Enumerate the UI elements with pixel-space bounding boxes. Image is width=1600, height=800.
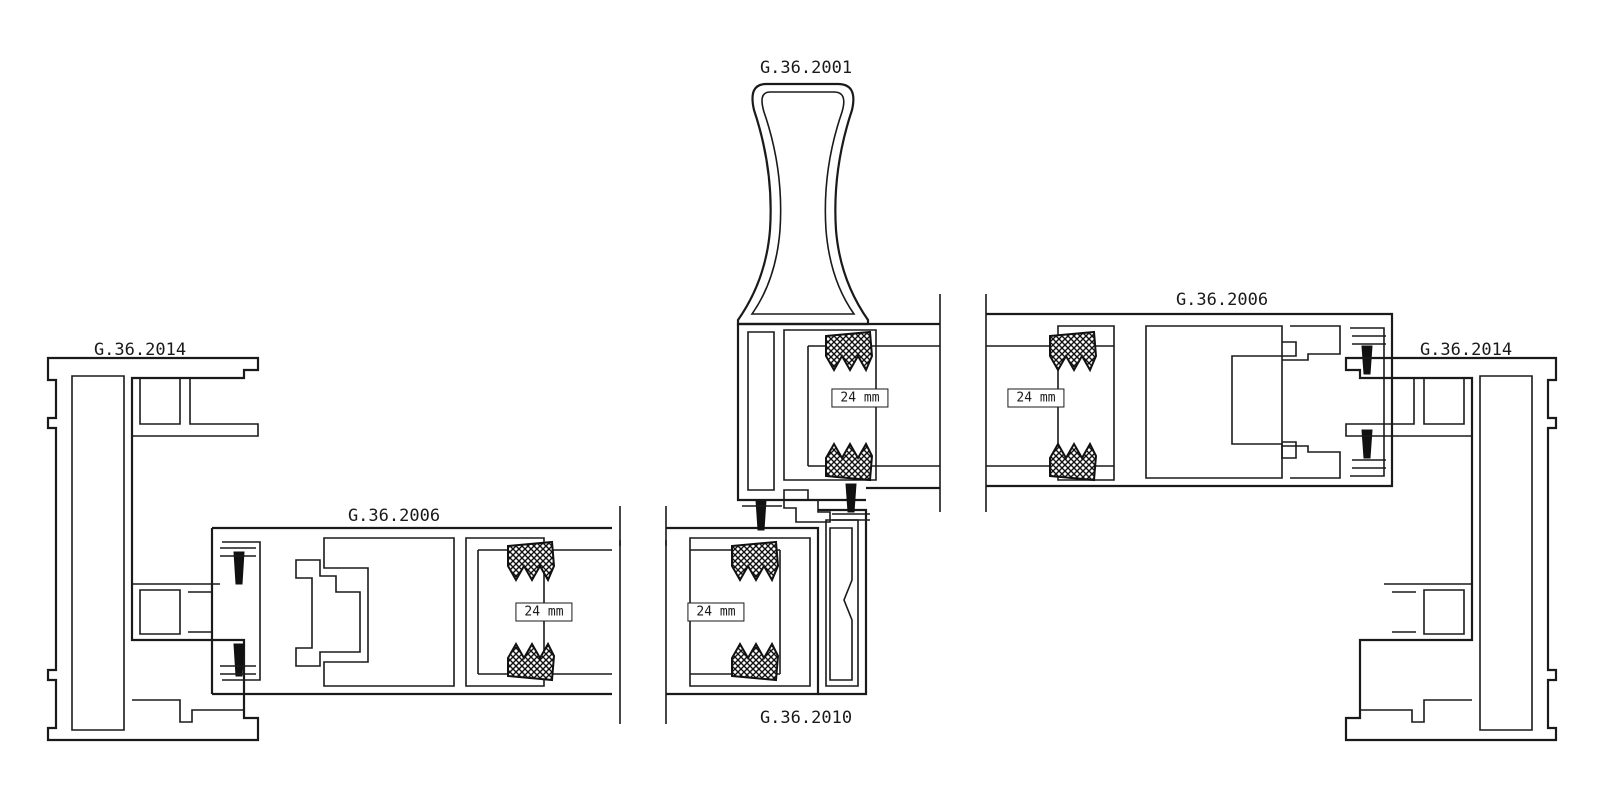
- right-sash-glazing-gaskets: [1049, 330, 1098, 482]
- glass-thickness-tag: 24 mm: [687, 602, 745, 622]
- upper-glass-break: [939, 294, 987, 512]
- label-right-sash: G.36.2006: [1175, 290, 1269, 310]
- label-left-sash: G.36.2006: [347, 506, 441, 526]
- glass-thickness-tag: 24 mm: [831, 388, 889, 408]
- label-right-frame: G.36.2014: [1419, 340, 1513, 360]
- upper-sash-glazing-gaskets: [825, 330, 874, 482]
- label-center-mullion: G.36.2010: [759, 708, 853, 728]
- glass-thickness-tag: 24 mm: [1007, 388, 1065, 408]
- right-frame-profile: [1344, 356, 1558, 742]
- center-glazing-gaskets: [731, 540, 780, 682]
- upper-sash-profile: [736, 322, 940, 523]
- right-seals: [1352, 335, 1386, 469]
- label-handle: G.36.2001: [759, 58, 853, 78]
- left-seals: [220, 547, 256, 677]
- left-sash-glazing-gaskets: [507, 540, 556, 682]
- left-frame-profile: [46, 356, 260, 742]
- label-left-frame: G.36.2014: [93, 340, 187, 360]
- left-glass-break: [619, 506, 667, 724]
- center-seals: [742, 483, 870, 531]
- left-sash-profile: [210, 526, 612, 696]
- glass-thickness-tag: 24 mm: [515, 602, 573, 622]
- handle-profile: [736, 82, 870, 326]
